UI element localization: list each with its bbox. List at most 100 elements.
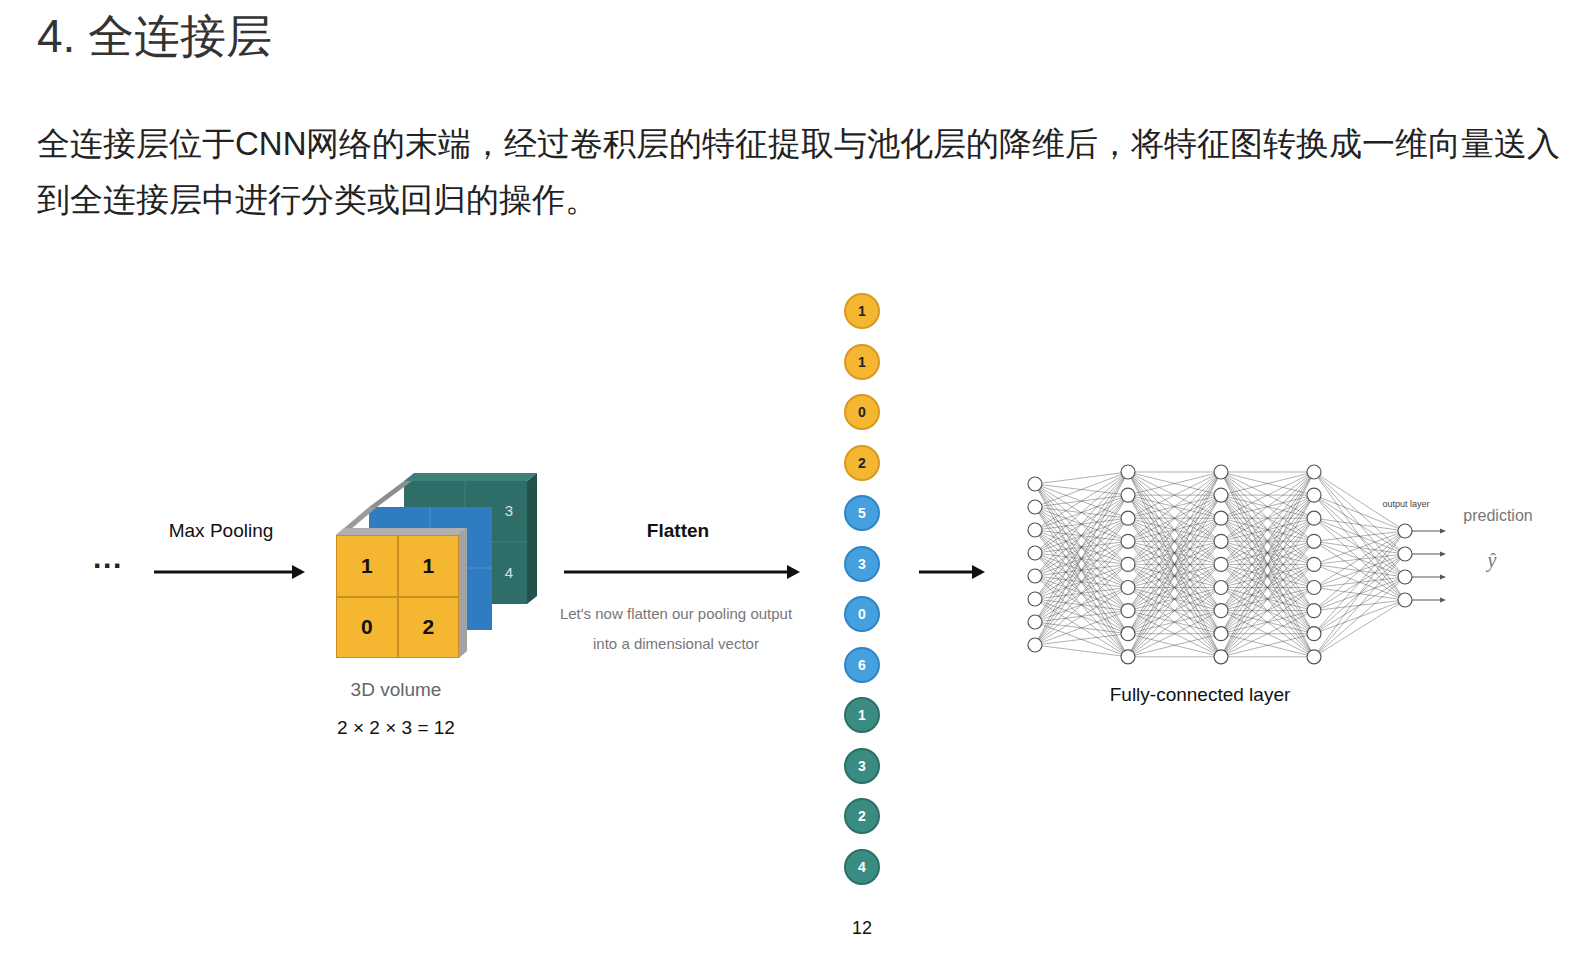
- neuron: [1214, 488, 1228, 502]
- neuron: [1121, 581, 1135, 595]
- network-link: [1128, 611, 1221, 657]
- network-link: [1221, 472, 1314, 564]
- note: Let's now flatten our pooling output int…: [554, 599, 799, 659]
- circle-value: 1: [858, 707, 866, 723]
- network-link: [1035, 541, 1128, 645]
- network-link: [1128, 472, 1221, 495]
- arrow-head: [292, 565, 305, 579]
- arrow-line: [564, 571, 791, 574]
- circle-value: 3: [858, 758, 866, 774]
- network-link: [1221, 472, 1314, 611]
- network-link: [1035, 553, 1128, 657]
- network-link: [1221, 564, 1314, 656]
- neuron: [1214, 534, 1228, 548]
- network-link: [1314, 518, 1405, 600]
- vector-circle: 0: [844, 394, 880, 430]
- circle-value: 1: [858, 354, 866, 370]
- network-link: [1128, 472, 1221, 611]
- symbol-box: ŷ: [1488, 548, 1497, 572]
- network-link: [1221, 472, 1314, 518]
- vector-circle: 3: [844, 748, 880, 784]
- vector-circle: 3: [844, 546, 880, 582]
- neuron: [1307, 650, 1321, 664]
- network-link: [1035, 588, 1128, 646]
- vector-circle: 6: [844, 647, 880, 683]
- network-link: [1128, 656, 1221, 657]
- network-link: [1128, 472, 1221, 495]
- network-link: [1128, 472, 1221, 564]
- output-arrow: [1412, 600, 1441, 601]
- neuron: [1398, 570, 1412, 584]
- neuron: [1214, 604, 1228, 618]
- feature-cell: 1: [398, 535, 460, 597]
- network-link: [1035, 518, 1128, 645]
- network-link: [1314, 577, 1405, 657]
- output-label-box: prediction: [1463, 506, 1532, 525]
- network-link: [1221, 611, 1314, 657]
- network-link: [1221, 588, 1314, 657]
- network-link: [1314, 495, 1405, 600]
- neuron: [1214, 465, 1228, 479]
- network-link: [1128, 472, 1221, 588]
- feature-cell: 1: [336, 535, 398, 597]
- output-arrow: [1412, 577, 1441, 578]
- neuron: [1028, 546, 1042, 560]
- output-label: prediction: [1463, 507, 1532, 524]
- cube-side: [459, 528, 467, 658]
- ellipsis: ···: [93, 549, 123, 582]
- network-link: [1035, 599, 1128, 657]
- neuron: [1214, 511, 1228, 525]
- network-link: [1314, 531, 1405, 588]
- network-link: [1221, 472, 1314, 634]
- network-link: [1035, 530, 1128, 657]
- circle-value: 4: [858, 859, 866, 875]
- circle-value: 2: [858, 455, 866, 471]
- network-link: [1035, 472, 1128, 576]
- network-link: [1128, 541, 1221, 657]
- arrow-label: Flatten: [647, 520, 709, 541]
- circle-value: 0: [858, 606, 866, 622]
- network-link: [1035, 472, 1128, 645]
- neuron: [1214, 581, 1228, 595]
- title: 4. 全连接层: [37, 10, 272, 62]
- neuron: [1398, 547, 1412, 561]
- neural-network: [1028, 465, 1446, 664]
- neuron: [1028, 500, 1042, 514]
- network-link: [1128, 472, 1221, 611]
- network-link: [1221, 472, 1314, 518]
- note-box: Let's now flatten our pooling output int…: [554, 599, 799, 659]
- feature-cell: 0: [336, 597, 398, 659]
- network-link: [1035, 472, 1128, 507]
- shape-label-box: 3D volume: [351, 679, 442, 702]
- network-link: [1128, 472, 1221, 541]
- output-arrow-head: [1440, 575, 1446, 580]
- title-box: 4. 全连接层: [37, 6, 272, 68]
- network-link: [1035, 507, 1128, 657]
- output-arrow: [1412, 554, 1441, 555]
- cell-value: 1: [422, 554, 434, 578]
- vector-circle: 1: [844, 344, 880, 380]
- network-link: [1035, 472, 1128, 530]
- vector-circle: 5: [844, 495, 880, 531]
- network-link: [1035, 472, 1128, 553]
- network-link: [1221, 656, 1314, 657]
- layer-label: output layer: [1380, 499, 1431, 509]
- body-text: 全连接层位于CNN网络的末端，经过卷积层的特征提取与池化层的降维后，将特征图转换…: [37, 116, 1567, 228]
- neuron: [1307, 488, 1321, 502]
- network-link: [1128, 588, 1221, 657]
- circle-value: 0: [858, 404, 866, 420]
- cell-value-box: 3: [505, 502, 513, 520]
- network-link: [1314, 472, 1405, 554]
- arrow-label: Max Pooling: [169, 520, 274, 541]
- network-link: [1128, 611, 1221, 657]
- cell-value: 4: [505, 564, 513, 581]
- network-link: [1221, 588, 1314, 657]
- circle-value: 3: [858, 556, 866, 572]
- network-link: [1221, 495, 1314, 657]
- layer-label-box: output layer: [1380, 493, 1431, 511]
- network-link: [1314, 472, 1405, 577]
- network-link: [1128, 634, 1221, 657]
- network-link: [1221, 495, 1314, 657]
- network-link: [1128, 472, 1221, 634]
- output-arrow-head: [1440, 552, 1446, 557]
